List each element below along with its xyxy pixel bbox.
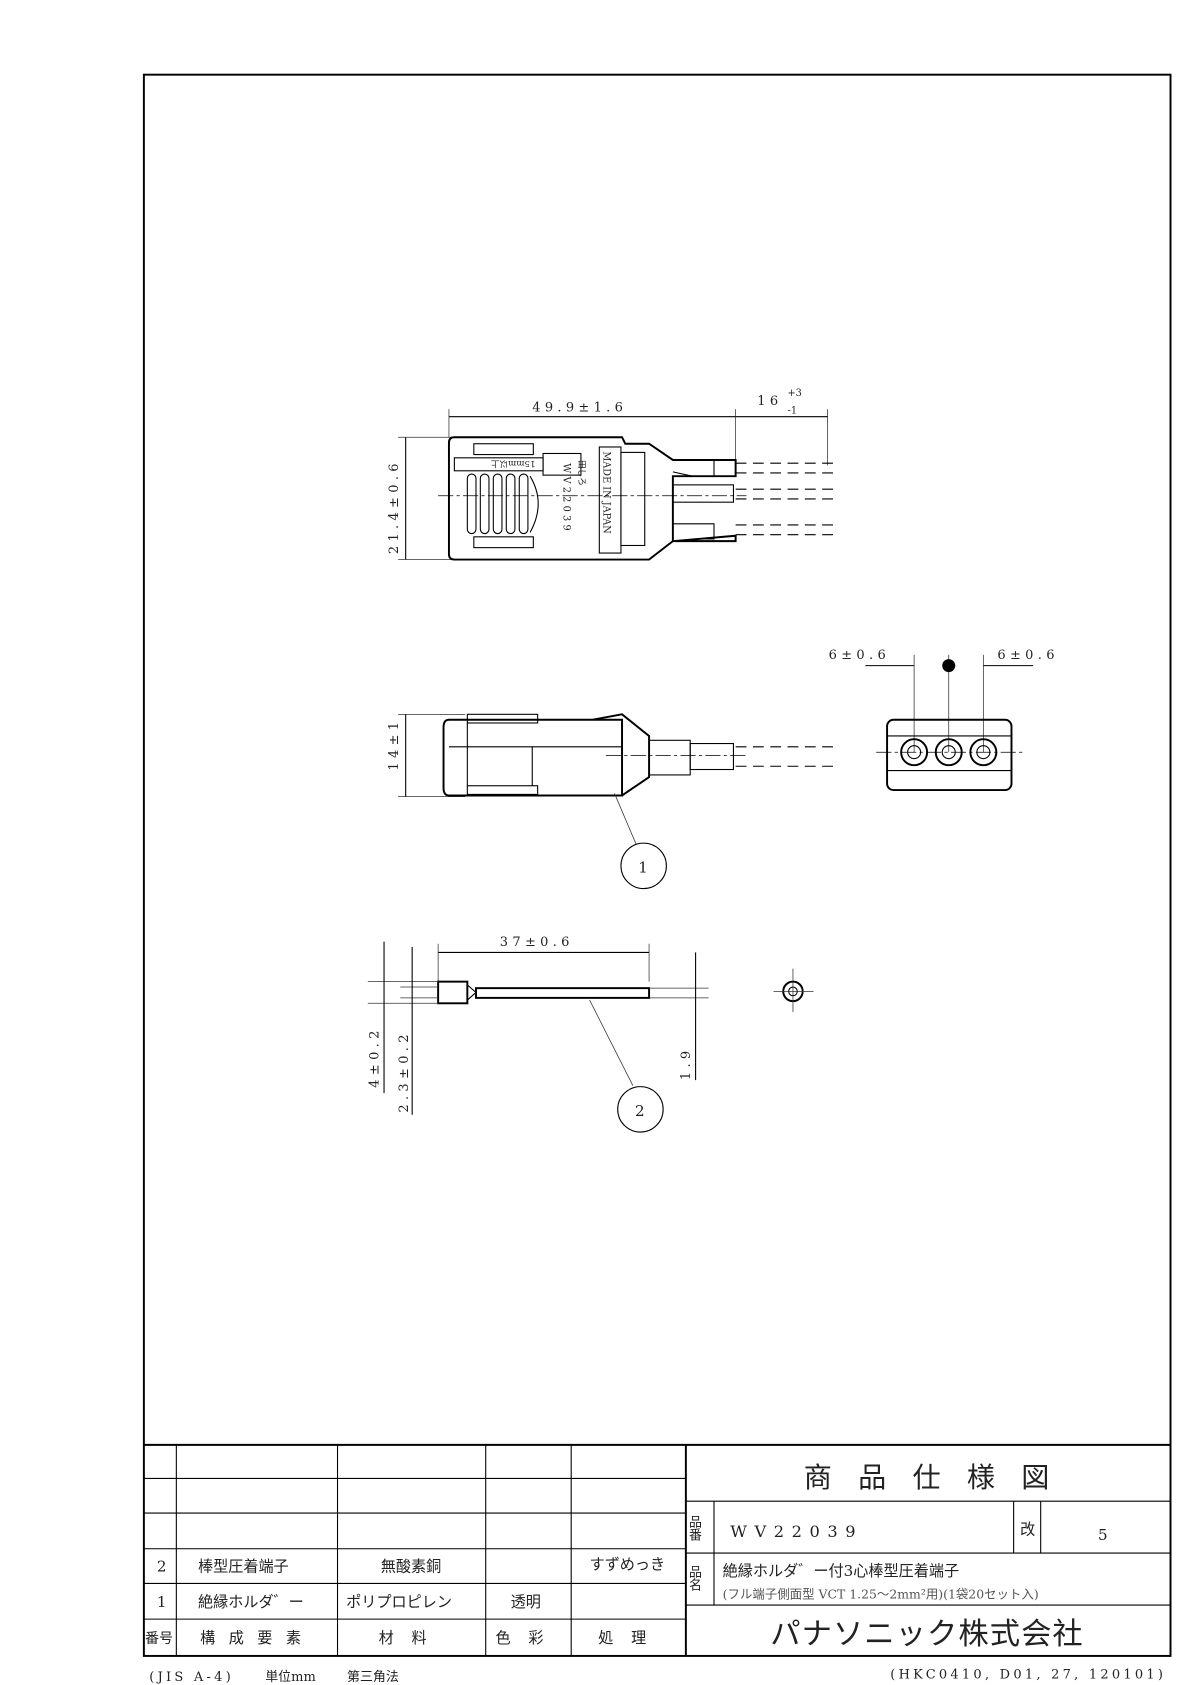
top-view: 49.9±1.6 16 +3 -1 21.4±0.6 15mm以上 田しろ WV… bbox=[387, 388, 833, 561]
row-1-no: 1 bbox=[157, 1593, 167, 1611]
revision-label: 改 bbox=[1020, 1521, 1035, 1539]
header-no: 番号 bbox=[145, 1631, 173, 1647]
projection: 第三角法 bbox=[346, 1668, 399, 1685]
part-marking: WV22039 bbox=[561, 463, 572, 534]
header-color: 色 彩 bbox=[495, 1629, 550, 1647]
side-view: 14±1 1 bbox=[387, 713, 833, 890]
product-name: 絶縁ホルダ゛ー付3心棒型圧着端子 bbox=[723, 1562, 959, 1580]
height-dim-label: 14±1 bbox=[387, 718, 402, 771]
strip-length-label: 15mm以上 bbox=[490, 458, 535, 469]
pitch-right-label: 6±0.6 bbox=[997, 648, 1058, 663]
lead-dim-label: 16 bbox=[757, 394, 782, 409]
row-2-material: 無酸素銅 bbox=[381, 1557, 442, 1575]
strip-box-label: 田しろ bbox=[576, 460, 587, 486]
lead-tol-minus: -1 bbox=[788, 405, 797, 416]
end-view: 6±0.6 6±0.6 bbox=[829, 648, 1058, 792]
pin-view: 37±0.6 4±0.2 2.3±0.2 1.9 2 bbox=[368, 935, 814, 1133]
pin-dia-label: 1.9 bbox=[679, 1047, 694, 1081]
part-number: WV22039 bbox=[730, 1522, 863, 1541]
unit: 単位mm bbox=[265, 1668, 316, 1685]
balloon-2 bbox=[617, 1086, 664, 1133]
header-component: 構 成 要 素 bbox=[200, 1629, 305, 1647]
row-1-material: ポリプロピレン bbox=[346, 1593, 452, 1611]
pin-length-label: 37±0.6 bbox=[500, 935, 574, 950]
document-title: 商 品 仕 様 図 bbox=[804, 1461, 1058, 1494]
row-2-component: 棒型圧着端子 bbox=[198, 1557, 289, 1575]
row-2-finish: すずめっき bbox=[590, 1555, 666, 1573]
inner-dia-label: 2.3±0.2 bbox=[397, 1030, 412, 1112]
footer-left: (JIS A-4) 単位mm 第三角法 bbox=[149, 1667, 399, 1685]
width-dim-label: 21.4±0.6 bbox=[387, 459, 402, 554]
revision-number: 5 bbox=[1098, 1526, 1108, 1544]
row-1-color: 透明 bbox=[511, 1593, 541, 1611]
balloon-1-label: 1 bbox=[638, 858, 648, 876]
header-material: 材 料 bbox=[379, 1629, 434, 1647]
row-2-no: 2 bbox=[157, 1557, 167, 1575]
header-finish: 処 理 bbox=[598, 1629, 653, 1647]
pitch-left-label: 6±0.6 bbox=[829, 648, 890, 663]
name-label: 品名 bbox=[686, 1565, 701, 1591]
title-block: 番号 構 成 要 素 材 料 色 彩 処 理 2 棒型圧着端子 無酸素銅 すずめ… bbox=[143, 1443, 1171, 1656]
product-name-sub: (フル端子側面型 VCT 1.25〜2mm²用)(1袋20セット入) bbox=[723, 1587, 1039, 1602]
part-no-label: 品番 bbox=[686, 1515, 701, 1542]
length-dim-label: 49.9±1.6 bbox=[532, 400, 627, 415]
balloon-2-label: 2 bbox=[635, 1102, 645, 1120]
row-1-component: 絶縁ホルダ゛ー bbox=[198, 1593, 304, 1611]
paper-size: (JIS A-4) bbox=[149, 1668, 235, 1685]
company-name: パナソニック株式会社 bbox=[770, 1617, 1084, 1652]
lead-tol-plus: +3 bbox=[788, 388, 802, 399]
outer-dia-label: 4±0.2 bbox=[368, 1026, 383, 1087]
document-code: (HKC0410, D01, 27, 120101) bbox=[890, 1666, 1167, 1682]
made-in-japan-marking: MADE IN JAPAN bbox=[601, 451, 612, 534]
balloon-1 bbox=[620, 842, 667, 890]
drawing-frame bbox=[142, 73, 1172, 1657]
